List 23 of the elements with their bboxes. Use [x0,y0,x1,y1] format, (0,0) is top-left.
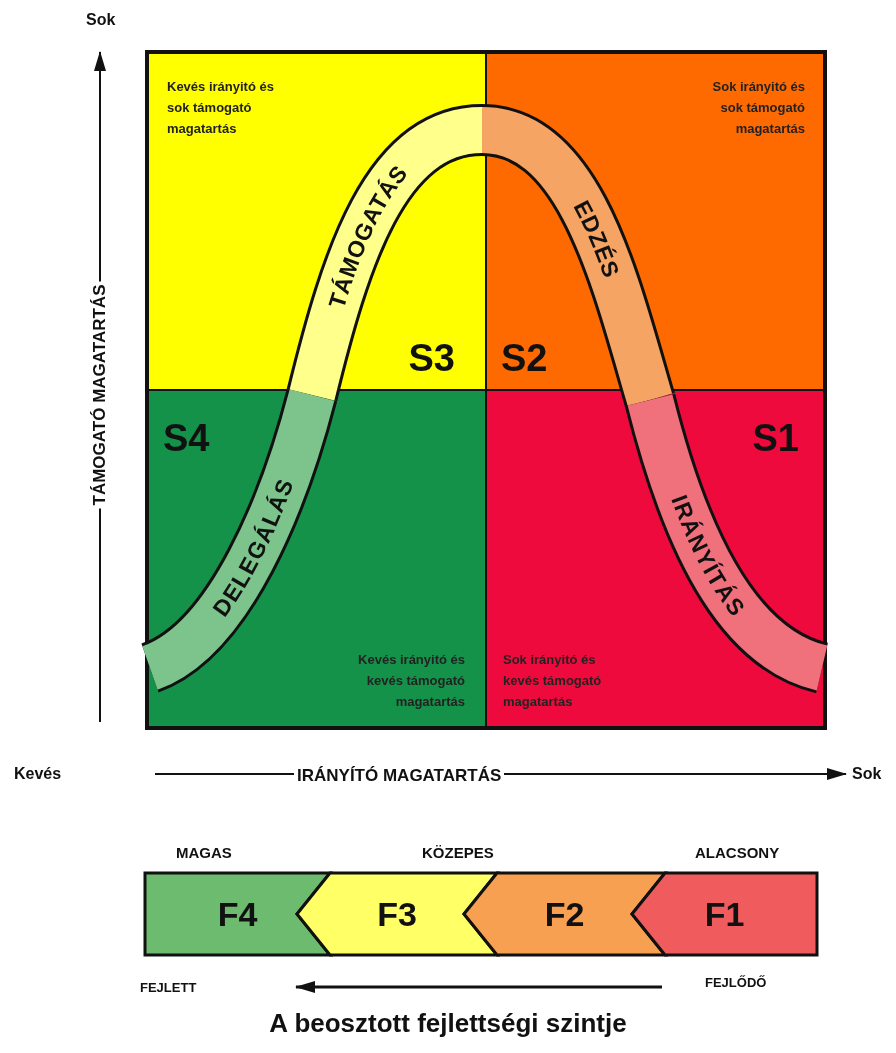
axis-label: MAGAS [176,843,232,863]
level-label: F2 [544,897,585,931]
quadrant-description: Sok irányitó és sok támogató magatartás [711,78,805,138]
quadrant-description: Sok irányitó és kevés támogató magatartás [503,651,603,711]
chevron-segment [297,873,497,955]
axis-label: Kevés [14,764,62,784]
style-number: S1 [752,419,799,457]
axis-label: Sok [852,764,882,784]
axis-label: FEJLETT [140,979,197,997]
quadrant-description: Kevés irányitó és sok támogató magatartás [167,78,275,138]
quadrant-description: Kevés irányitó és kevés támogató magatartás [357,651,465,711]
chevron-segment [632,873,817,955]
chevron-segment [464,873,665,955]
style-number: S3 [408,339,455,377]
level-label: F1 [704,897,745,931]
axis-label: KÖZEPES [422,843,494,863]
caption: A beosztott fejlettségi szintje [268,1007,628,1040]
style-number: S2 [501,339,548,377]
axis-label: Sok [86,10,116,30]
level-label: F3 [377,897,417,931]
axis-label: FEJLŐDŐ [705,974,767,992]
axis-label: ALACSONY [695,843,780,863]
style-number: S4 [163,419,210,457]
